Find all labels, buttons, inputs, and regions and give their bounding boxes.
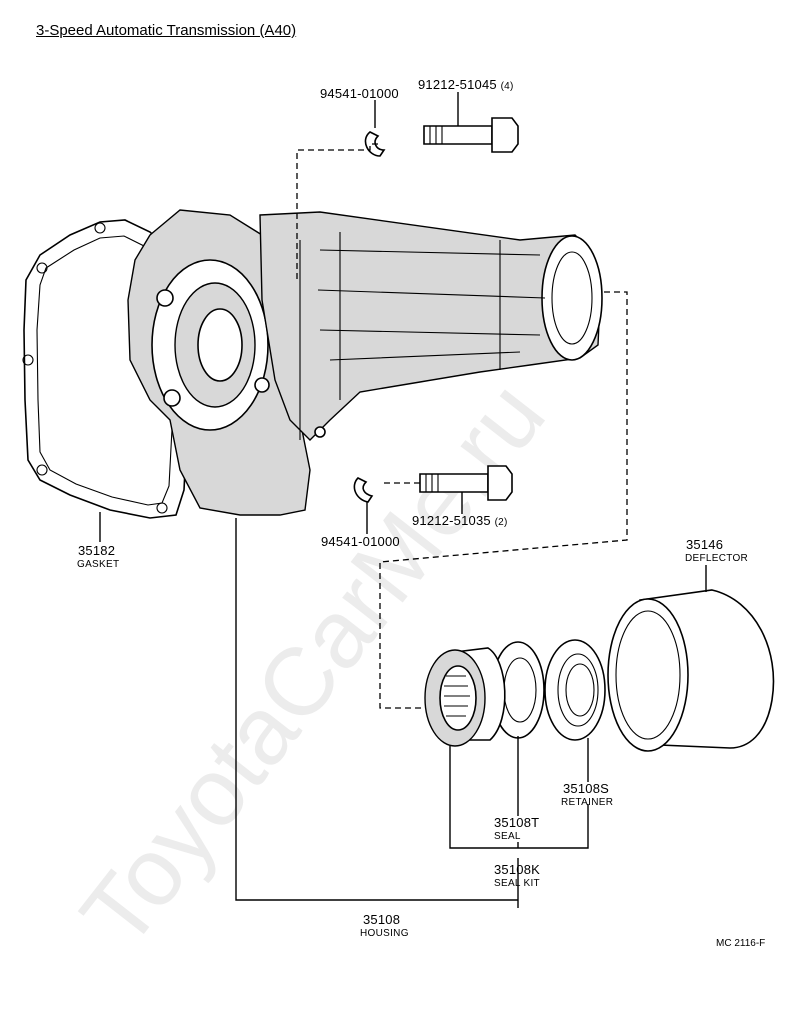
diagram-title: 3-Speed Automatic Transmission (A40): [36, 22, 297, 39]
assembly-line-tail: [379, 291, 628, 709]
part-name-seal-kit: SEAL KIT: [494, 878, 540, 889]
quantity-bolt-bottom: (2): [494, 517, 508, 528]
part-name-retainer: RETAINER: [561, 797, 614, 808]
part-number-deflector: 35146: [686, 537, 724, 552]
part-number-seal-kit: 35108K: [494, 862, 541, 877]
part-number-retainer: 35108S: [563, 781, 610, 796]
quantity-bolt-top: (4): [500, 81, 514, 92]
seal-kit-body-drawing: [424, 647, 506, 747]
bolt-bottom-drawing: [419, 465, 513, 501]
part-name-deflector: DEFLECTOR: [685, 553, 749, 564]
part-number-bolt-bottom: 91212-51035 (2): [412, 513, 507, 528]
bolt-top-drawing: [423, 117, 519, 153]
part-number-bolt-top-value: 91212-51045: [418, 77, 497, 92]
part-number-housing: 35108: [363, 912, 401, 927]
deflector-drawing: [607, 589, 775, 752]
part-name-seal: SEAL: [494, 831, 521, 842]
leader-seal-kit: [449, 746, 589, 849]
part-name-gasket: GASKET: [77, 559, 120, 570]
part-number-washer-top: 94541-01000: [320, 86, 399, 101]
part-name-housing: HOUSING: [360, 928, 409, 939]
part-number-bolt-bottom-value: 91212-51035: [412, 513, 491, 528]
assembly-line-top: [296, 143, 378, 282]
washer-bottom-drawing: [353, 477, 374, 503]
retainer-drawing: [544, 639, 606, 741]
part-number-bolt-top: 91212-51045 (4): [418, 77, 513, 92]
housing-drawing: [127, 209, 603, 516]
part-number-seal: 35108T: [494, 815, 540, 830]
diagram-code: MC 2116-F: [716, 938, 766, 949]
leader-housing: [235, 518, 519, 908]
part-number-washer-bottom: 94541-01000: [321, 534, 400, 549]
part-number-gasket: 35182: [78, 543, 116, 558]
